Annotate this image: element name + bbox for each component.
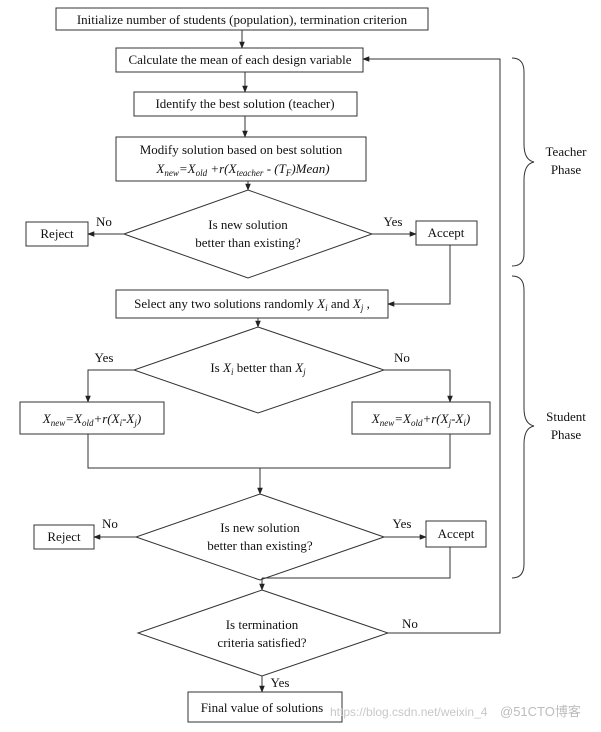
label-no-3: No <box>102 516 118 531</box>
teacher-text: Identify the best solution (teacher) <box>155 96 334 111</box>
right-update-text: Xnew=Xold+r(Xj-Xi) <box>371 411 470 428</box>
label-yes-2: Yes <box>95 350 114 365</box>
init-text: Initialize number of students (populatio… <box>77 12 408 27</box>
loop-back-line <box>362 56 501 634</box>
final-text: Final value of solutions <box>201 700 323 715</box>
right-update-box: Xnew=Xold+r(Xj-Xi) <box>351 401 491 435</box>
decision-4: Is termination criteria satisfied? <box>136 589 390 677</box>
reject-2-text: Reject <box>47 529 81 544</box>
reject-box-2: Reject <box>33 524 95 550</box>
mean-text: Calculate the mean of each design variab… <box>128 52 351 67</box>
connectors <box>85 30 501 693</box>
modify-box: Modify solution based on best solution X… <box>115 136 367 182</box>
accept-box-2: Accept <box>425 520 487 548</box>
label-no-4: No <box>402 616 418 631</box>
watermark-url: https://blog.csdn.net/weixin_4 <box>330 705 488 719</box>
reject-1-text: Reject <box>40 226 74 241</box>
decision-3: Is new solution better than existing? <box>134 493 386 581</box>
left-update-box: Xnew=Xold+r(Xi-Xj) <box>19 401 165 435</box>
decision-2-text: Is Xi better than Xj <box>210 360 306 377</box>
accept-box-1: Accept <box>415 220 478 246</box>
reject-box-1: Reject <box>25 221 89 247</box>
merge-line <box>87 434 451 469</box>
modify-text: Modify solution based on best solution <box>140 142 343 157</box>
left-update-text: Xnew=Xold+r(Xi-Xj) <box>42 411 141 428</box>
label-yes-1: Yes <box>384 214 403 229</box>
watermark-brand: @51CTO博客 <box>500 704 581 719</box>
decision-1: Is new solution better than existing? <box>122 189 374 279</box>
label-no-1: No <box>96 214 112 229</box>
student-phase-label-1: Student <box>546 409 586 424</box>
label-no-2: No <box>394 350 410 365</box>
teacher-phase-brace <box>511 57 535 267</box>
decision-3-line2: better than existing? <box>207 538 313 553</box>
arrow-d2-no <box>384 369 453 403</box>
label-yes-3: Yes <box>393 516 412 531</box>
select-text: Select any two solutions randomly Xi and… <box>134 296 370 313</box>
decision-1-line2: better than existing? <box>195 235 301 250</box>
arrow-accept1-select <box>387 245 451 307</box>
teacher-phase-label-2: Phase <box>551 162 582 177</box>
init-box: Initialize number of students (populatio… <box>55 7 429 31</box>
mean-box: Calculate the mean of each design variab… <box>115 47 364 73</box>
student-phase-brace <box>511 275 535 579</box>
arrow-d2-yes <box>85 369 134 403</box>
decision-4-line2: criteria satisfied? <box>217 635 306 650</box>
label-yes-4: Yes <box>271 675 290 690</box>
decision-4-line1: Is termination <box>226 617 299 632</box>
decision-2: Is Xi better than Xj <box>132 326 386 414</box>
teacher-box: Identify the best solution (teacher) <box>133 91 358 117</box>
teacher-phase-label-1: Teacher <box>546 144 588 159</box>
final-box: Final value of solutions <box>187 691 343 723</box>
decision-3-line1: Is new solution <box>220 520 300 535</box>
accept2-return-line <box>262 547 451 579</box>
accept-2-text: Accept <box>438 526 475 541</box>
accept-1-text: Accept <box>428 225 465 240</box>
decision-1-line1: Is new solution <box>208 217 288 232</box>
student-phase-label-2: Phase <box>551 427 582 442</box>
select-box: Select any two solutions randomly Xi and… <box>115 289 389 319</box>
